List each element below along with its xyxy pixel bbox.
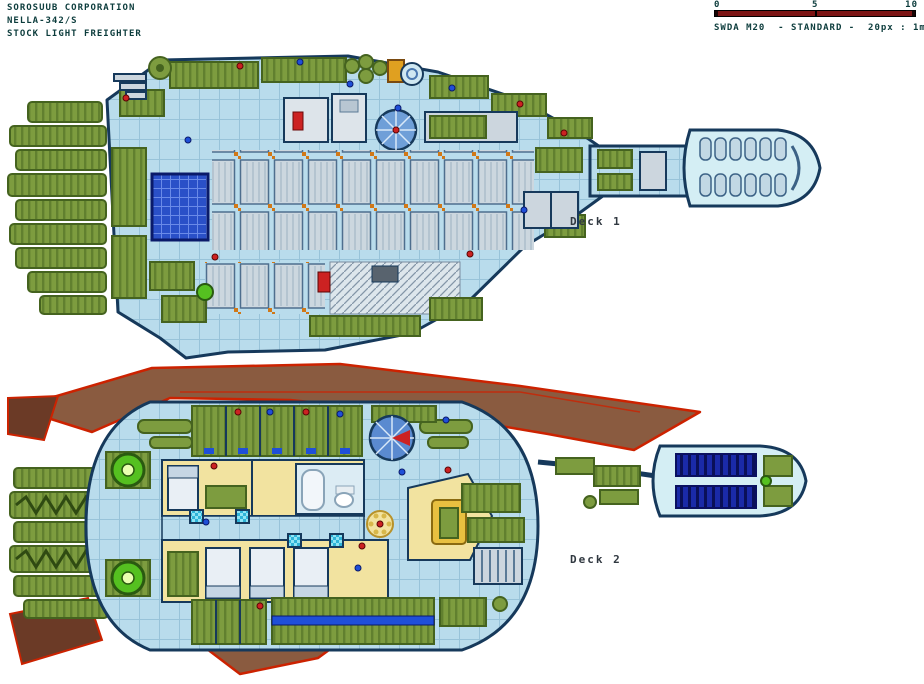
deck1-status-dots (122, 58, 568, 261)
scale-tick-mid: 5 (812, 0, 819, 10)
scale-bar-right-cap (912, 11, 915, 16)
deck1-cargo-items (317, 265, 399, 293)
deck2-engine-block (9, 467, 109, 619)
scale-bar-mid-tick (815, 11, 817, 16)
deck1-cabins (283, 93, 518, 143)
deck1-starboard-machinery (523, 147, 586, 238)
deck2-starboard-machinery (439, 483, 525, 627)
deck1-cargo-bay (212, 150, 534, 250)
deck1-boom-machinery (597, 149, 667, 191)
model-title: NELLA-342/S (7, 16, 78, 26)
deck2-power-cells (675, 453, 793, 509)
deck2-status-dots (202, 408, 452, 610)
scale-bar: 0 5 10 SWDA M20 - STANDARD - 20px : 1m (712, 0, 924, 40)
deck1-port-machinery (111, 147, 214, 323)
deck1-engine-block (7, 101, 107, 315)
deck1-aft-conduits (309, 297, 483, 337)
deck1-console-icon (790, 145, 801, 191)
scale-bar-left-cap (715, 11, 718, 16)
scale-tick-start: 0 (714, 0, 721, 10)
deck2-spiral-stairs (368, 414, 416, 462)
ship-type-title: STOCK LIGHT FREIGHTER (7, 29, 142, 39)
deck2-port-fin-top (7, 394, 60, 442)
deck2-reactor-pods (105, 451, 151, 597)
deck2-bunks-bottom (191, 599, 267, 645)
deck1-airlock-steps (113, 73, 147, 100)
scale-tick-end: 10 (905, 0, 918, 10)
deck2-label: Deck 2 (570, 553, 622, 566)
deck2-quarters (161, 459, 389, 603)
deck2-plan (7, 362, 808, 676)
deck2-holo-table (366, 510, 394, 538)
deck2-panel-line (180, 391, 641, 413)
scale-caption: SWDA M20 - STANDARD - 20px : 1m (714, 23, 924, 33)
deck1-dorsal-fan-icon (148, 56, 172, 80)
deck1-label: Deck 1 (570, 215, 622, 228)
title-block: SOROSUUB CORPORATION NELLA-342/S STOCK L… (7, 2, 142, 41)
deck2-radiator (271, 597, 435, 645)
deck1-cargo-row (205, 262, 325, 314)
deck1-spiral-stairs (374, 108, 418, 152)
deck1-cockpit-seats (699, 137, 787, 197)
deck2-torpedo-pods (137, 405, 473, 449)
deck2-boom-connector (537, 457, 657, 509)
deck1-cargo-lift (150, 172, 210, 242)
scale-bar-rule (714, 10, 916, 17)
deck1-sensor-cluster (344, 54, 424, 86)
manufacturer-title: SOROSUUB CORPORATION (7, 3, 136, 13)
deck2-bunks-top (191, 405, 363, 457)
deck1-plan (7, 54, 822, 360)
